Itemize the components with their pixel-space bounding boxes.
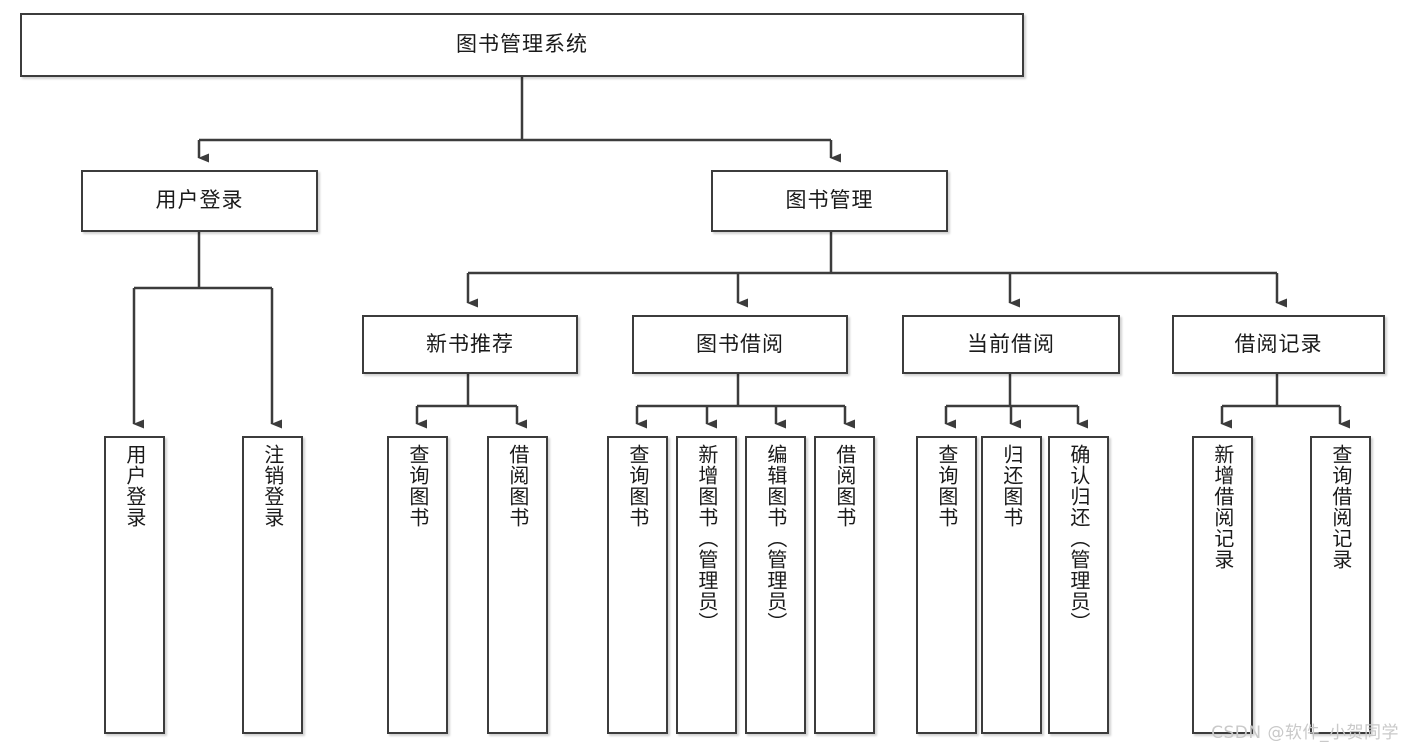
node-leaf-query-record[interactable]: 查询借阅记录: [1310, 436, 1371, 734]
node-leaf-query-book-3[interactable]: 查询图书: [916, 436, 977, 734]
node-borrow-record-label: 借阅记录: [1234, 331, 1323, 356]
node-root-label: 图书管理系统: [456, 32, 588, 57]
node-leaf-add-record[interactable]: 新增借阅记录: [1192, 436, 1253, 734]
node-book-borrow[interactable]: 图书借阅: [632, 315, 848, 374]
node-leaf-confirm-return[interactable]: 确认归还（管理员）: [1048, 436, 1109, 734]
node-leaf-query-book-1-label: 查询图书: [405, 444, 430, 528]
csdn-watermark: CSDN @软件_小贺同学: [1211, 723, 1399, 743]
node-borrow-record[interactable]: 借阅记录: [1172, 315, 1385, 374]
node-leaf-add-record-label: 新增借阅记录: [1210, 444, 1235, 570]
node-leaf-query-book-1[interactable]: 查询图书: [387, 436, 448, 734]
node-book-manage[interactable]: 图书管理: [711, 170, 948, 232]
node-leaf-borrow-book-2-label: 借阅图书: [832, 444, 857, 528]
node-leaf-edit-book-label: 编辑图书（管理员）: [763, 444, 788, 633]
node-leaf-user-login-label: 用户登录: [122, 444, 147, 528]
node-leaf-query-book-2-label: 查询图书: [625, 444, 650, 528]
node-leaf-query-record-label: 查询借阅记录: [1328, 444, 1353, 570]
node-leaf-user-logout-label: 注销登录: [260, 444, 285, 528]
node-book-manage-label: 图书管理: [785, 188, 874, 213]
node-leaf-borrow-book-1[interactable]: 借阅图书: [487, 436, 548, 734]
node-user-login-label: 用户登录: [155, 188, 244, 213]
node-leaf-return-book-label: 归还图书: [999, 444, 1024, 528]
node-leaf-edit-book[interactable]: 编辑图书（管理员）: [745, 436, 806, 734]
node-current-borrow-label: 当前借阅: [967, 331, 1055, 356]
node-leaf-add-book-label: 新增图书（管理员）: [694, 444, 719, 633]
node-user-login[interactable]: 用户登录: [81, 170, 318, 232]
node-leaf-return-book[interactable]: 归还图书: [981, 436, 1042, 734]
node-leaf-query-book-2[interactable]: 查询图书: [607, 436, 668, 734]
node-leaf-confirm-return-label: 确认归还（管理员）: [1066, 444, 1091, 633]
node-leaf-borrow-book-1-label: 借阅图书: [505, 444, 530, 528]
node-book-borrow-label: 图书借阅: [696, 331, 784, 356]
node-root[interactable]: 图书管理系统: [20, 13, 1024, 77]
node-leaf-add-book[interactable]: 新增图书（管理员）: [676, 436, 737, 734]
node-new-book-recommend[interactable]: 新书推荐: [362, 315, 578, 374]
node-leaf-query-book-3-label: 查询图书: [934, 444, 959, 528]
node-leaf-user-login[interactable]: 用户登录: [104, 436, 165, 734]
node-leaf-user-logout[interactable]: 注销登录: [242, 436, 303, 734]
node-leaf-borrow-book-2[interactable]: 借阅图书: [814, 436, 875, 734]
node-current-borrow[interactable]: 当前借阅: [902, 315, 1120, 374]
node-new-book-recommend-label: 新书推荐: [426, 331, 514, 356]
